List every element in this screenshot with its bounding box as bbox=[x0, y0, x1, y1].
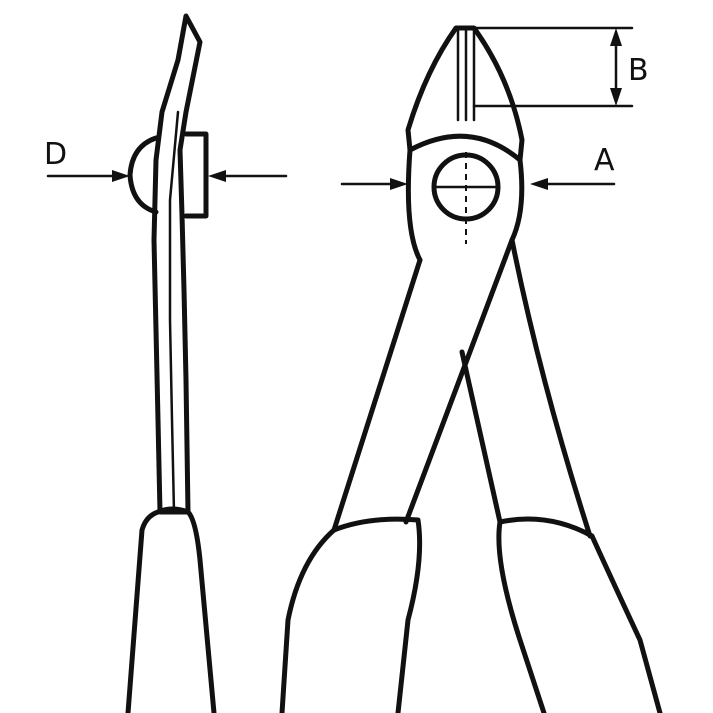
dimension-a-arrowhead-left bbox=[390, 178, 408, 190]
side-view-joint-right bbox=[183, 131, 209, 219]
dimension-d-label: D bbox=[44, 137, 67, 172]
side-view-pliers bbox=[125, 13, 217, 713]
side-view-blade bbox=[151, 13, 203, 515]
dimension-d: D bbox=[44, 137, 288, 182]
front-view-right-arm bbox=[459, 237, 593, 539]
front-view-pliers bbox=[279, 25, 663, 713]
dimension-a: A bbox=[340, 143, 616, 190]
front-view-head bbox=[405, 147, 525, 263]
dimension-a-arrowhead-right bbox=[530, 178, 548, 190]
dimension-d-arrowhead-left bbox=[112, 170, 130, 182]
front-view-right-handle bbox=[496, 516, 663, 713]
side-view-handle bbox=[125, 506, 217, 713]
dimension-b: B bbox=[472, 26, 649, 108]
dimension-b-arrowhead-top bbox=[610, 28, 622, 46]
dimension-b-arrowhead-bottom bbox=[610, 88, 622, 106]
front-view-left-arm bbox=[331, 237, 515, 533]
dimension-a-label: A bbox=[594, 143, 615, 178]
front-view-left-handle bbox=[279, 516, 423, 713]
front-view-jaws bbox=[405, 25, 525, 163]
dimension-d-arrowhead-right bbox=[208, 170, 226, 182]
side-view-joint-left bbox=[127, 135, 159, 215]
side-view-spine bbox=[168, 110, 180, 514]
dimension-b-label: B bbox=[628, 53, 649, 88]
